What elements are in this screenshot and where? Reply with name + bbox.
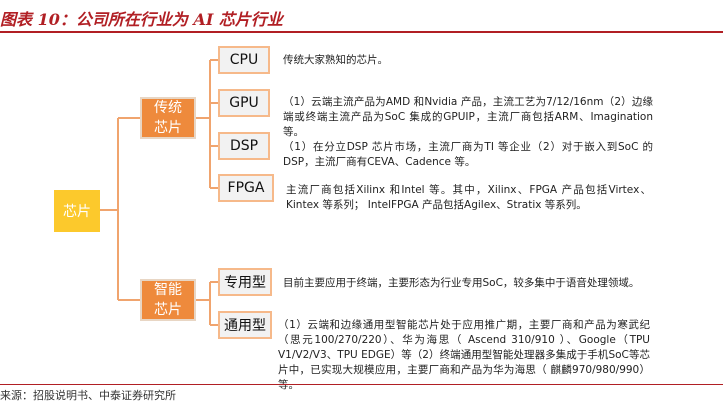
- item-label: DSP: [229, 138, 259, 154]
- item-label: FPGA: [227, 180, 265, 196]
- item-desc-dedicated: 目前主要应用于终端，主要形态为行业专用SoC，较多集中于语音处理领域。: [283, 277, 640, 289]
- item-dedicated: 专用型: [218, 268, 272, 296]
- item-general: 通用型: [218, 311, 272, 339]
- item-dsp: DSP: [218, 132, 270, 160]
- item-label: GPU: [229, 95, 259, 111]
- item-label: CPU: [229, 52, 259, 68]
- group-label-line: 传统: [154, 100, 182, 116]
- group-intelligent-chips: 智能 芯片: [140, 279, 196, 321]
- item-desc-general: （1）云端和边缘通用型智能芯片处于应用推广期，主要厂商和产品为寒武纪（思元100…: [278, 319, 650, 391]
- root-node: 芯片: [54, 190, 100, 232]
- footer-divider: [0, 384, 723, 385]
- item-fpga: FPGA: [218, 174, 274, 202]
- item-cpu: CPU: [218, 46, 270, 74]
- root-connector: [100, 117, 140, 301]
- group-label-line: 智能: [154, 282, 182, 298]
- group-traditional-chips: 传统 芯片: [140, 97, 196, 139]
- group-label-line: 芯片: [154, 120, 182, 136]
- title-divider: [0, 31, 723, 33]
- item-desc-dsp: （1）在分立DSP 芯片市场，主流厂商为TI 等企业（2）对于嵌入到SoC 的D…: [283, 141, 653, 168]
- figure-title: 图表 10：公司所在行业为 AI 芯片行业: [0, 10, 283, 29]
- item-gpu: GPU: [218, 89, 270, 117]
- item-desc-gpu: （1）云端主流产品为AMD 和Nvidia 产品，主流工艺为7/12/16nm（…: [283, 96, 653, 138]
- group1-connector: [196, 59, 218, 189]
- item-label: 通用型: [224, 318, 266, 334]
- item-desc-fpga: 主流厂商包括Xilinx 和Intel 等。其中，Xilinx、FPGA 产品包…: [286, 184, 651, 211]
- group2-connector: [196, 281, 218, 326]
- item-desc-cpu: 传统大家熟知的芯片。: [283, 54, 388, 66]
- root-label: 芯片: [63, 204, 91, 220]
- source-note: 来源：招股说明书、中泰证券研究所: [0, 389, 176, 402]
- item-label: 专用型: [224, 275, 266, 291]
- group-label-line: 芯片: [154, 302, 182, 318]
